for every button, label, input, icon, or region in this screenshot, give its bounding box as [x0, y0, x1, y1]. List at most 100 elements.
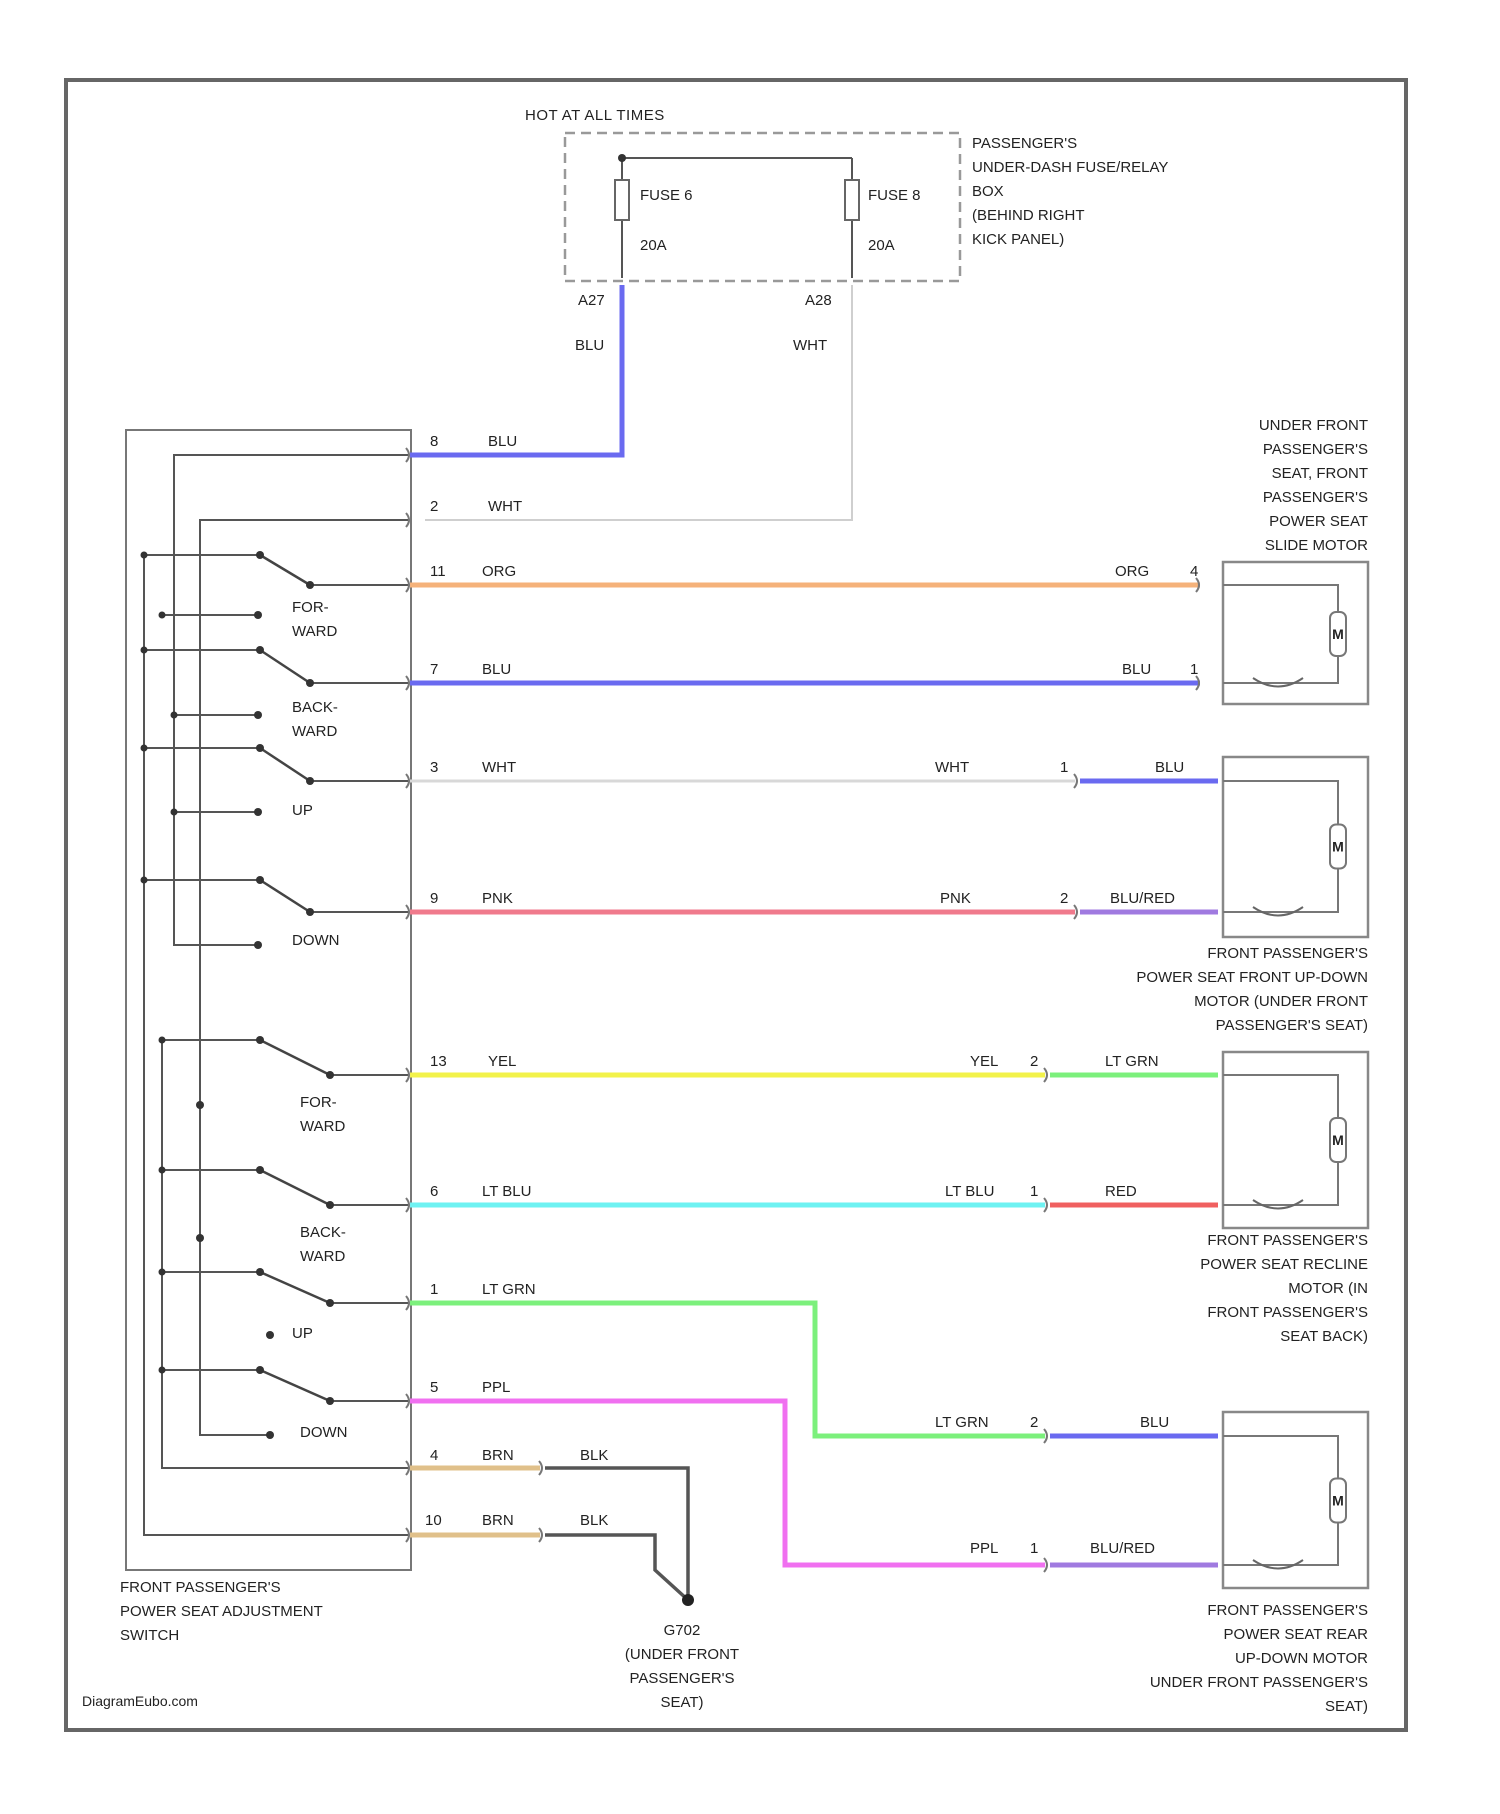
motor-rear-updown-label: FRONT PASSENGER'S POWER SEAT REAR UP-DOW…: [1150, 1602, 1368, 1715]
switch-terminal: [254, 808, 262, 816]
switch-pivot: [256, 744, 264, 752]
switch-bus-node: [159, 1167, 166, 1174]
pin-number: 2: [1060, 890, 1068, 907]
switch-label-up: UP: [292, 802, 313, 819]
pin-number: 1: [430, 1281, 438, 1298]
fusebox-label-line: PASSENGER'S: [972, 135, 1077, 152]
switch-blade: [260, 650, 310, 683]
switch-bus-node: [197, 1102, 204, 1109]
switch-blade: [260, 1272, 330, 1303]
pin-number: 4: [1190, 563, 1198, 580]
ground-label-line: (UNDER FRONT: [625, 1646, 739, 1663]
switch-bus-node: [159, 1367, 166, 1374]
motor-label-line: POWER SEAT FRONT UP-DOWN: [1136, 969, 1368, 986]
wire-wht-label: WHT: [793, 337, 827, 354]
wire-color-label: WHT: [935, 759, 969, 776]
wire-color-label: ORG: [482, 563, 516, 580]
pin-a27: A27: [578, 292, 605, 309]
pin-number: 11: [430, 563, 446, 580]
switch-terminal: [306, 908, 314, 916]
switch-bus-wht: [200, 520, 408, 1435]
motor-label-line: PASSENGER'S: [1263, 441, 1368, 458]
switch-pivot: [256, 551, 264, 559]
wire-color-label: PPL: [482, 1379, 510, 1396]
motor-label-line: FRONT PASSENGER'S: [1207, 945, 1368, 962]
pin-a28: A28: [805, 292, 832, 309]
ground-label: G702 (UNDER FRONT PASSENGER'S SEAT): [625, 1622, 739, 1711]
wire-color-label: BLU: [1122, 661, 1151, 678]
motor-label-line: UNDER FRONT PASSENGER'S: [1150, 1674, 1368, 1691]
motor-m-label: M: [1332, 1493, 1344, 1509]
switch-housing: [126, 430, 411, 1570]
wire-color-label: RED: [1105, 1183, 1137, 1200]
switch-blade: [260, 1040, 330, 1075]
switch-pivot: [256, 876, 264, 884]
switch-blade: [260, 748, 310, 781]
switch-pivot: [256, 1036, 264, 1044]
switch-blade: [260, 1370, 330, 1401]
switch-bus-node: [159, 612, 166, 619]
switch-terminal: [326, 1299, 334, 1307]
wire-color-label: BLU/RED: [1090, 1540, 1155, 1557]
fuse-6-amp: 20A: [640, 237, 667, 254]
switch-bus-node: [141, 877, 148, 884]
wire-color-label: LT GRN: [482, 1281, 536, 1298]
motor-winding-wire: [1223, 1436, 1338, 1565]
fuse-node: [618, 154, 626, 162]
switch-bus-node: [141, 552, 148, 559]
switch-terminal: [306, 581, 314, 589]
motor-label-line: SLIDE MOTOR: [1265, 537, 1368, 554]
fusebox-label-line: UNDER-DASH FUSE/RELAY: [972, 159, 1168, 176]
motor-label-line: POWER SEAT RECLINE: [1200, 1256, 1368, 1273]
wire-color-label: LT BLU: [482, 1183, 531, 1200]
wire-color-label: BLU/RED: [1110, 890, 1175, 907]
pin-number: 10: [425, 1512, 442, 1529]
motor-winding-wire: [1223, 1075, 1338, 1205]
switch-terminal: [254, 711, 262, 719]
switch-common-a: [144, 555, 408, 1535]
motor-label-line: MOTOR (IN: [1288, 1280, 1368, 1297]
wire-blu-label: BLU: [575, 337, 604, 354]
switch-label-forward: WARD: [300, 1118, 345, 1135]
fuse-8-label: FUSE 8: [868, 187, 921, 204]
switch-bus-node: [159, 1037, 166, 1044]
motor-label-line: FRONT PASSENGER'S: [1207, 1232, 1368, 1249]
wire-color-label: BLU: [482, 661, 511, 678]
pin-number: 2: [1030, 1414, 1038, 1431]
switch-bus-blu: [174, 455, 408, 945]
motor-label-line: UP-DOWN MOTOR: [1235, 1650, 1368, 1667]
wire-color-label: BLK: [580, 1447, 608, 1464]
ground-point-icon: [682, 1594, 694, 1606]
switch-pivot: [256, 1268, 264, 1276]
pin-number: 4: [430, 1447, 438, 1464]
switch-pin-numbers: 8 2 11 7 3 9 13 6 1 5 4 10: [425, 433, 447, 1529]
wire-blk-ground-b: [545, 1535, 688, 1600]
switch-bus-node: [141, 647, 148, 654]
motor-label-line: MOTOR (UNDER FRONT: [1194, 993, 1368, 1010]
pin-number: 1: [1030, 1183, 1038, 1200]
wire-color-label: LT GRN: [935, 1414, 989, 1431]
fusebox-label-line: (BEHIND RIGHT: [972, 207, 1085, 224]
motor-slide-label: UNDER FRONT PASSENGER'S SEAT, FRONT PASS…: [1259, 417, 1368, 554]
switch-label-down: DOWN: [300, 1424, 348, 1441]
pin-number: 1: [1060, 759, 1068, 776]
switch-contacts: [141, 551, 409, 1439]
switch-terminal: [326, 1201, 334, 1209]
wire-color-label: PPL: [970, 1540, 998, 1557]
ground-id: G702: [664, 1622, 701, 1639]
motor-label-line: UNDER FRONT: [1259, 417, 1368, 434]
fuse-6-symbol: [615, 180, 629, 220]
switch-pivot: [256, 1366, 264, 1374]
switch-terminal: [306, 679, 314, 687]
switch-pivot: [256, 646, 264, 654]
switch-bus-node: [141, 745, 148, 752]
hot-at-all-times-label: HOT AT ALL TIMES: [525, 107, 665, 124]
fusebox-label-line: BOX: [972, 183, 1004, 200]
switch-label-down: DOWN: [292, 932, 340, 949]
motor-label-line: SEAT BACK): [1280, 1328, 1368, 1345]
wire-color-label: BLU: [488, 433, 517, 450]
wire-color-label: BLU: [1155, 759, 1184, 776]
pin-number: 3: [430, 759, 438, 776]
motor-label-line: POWER SEAT: [1269, 513, 1368, 530]
wire-color-label: PNK: [482, 890, 513, 907]
